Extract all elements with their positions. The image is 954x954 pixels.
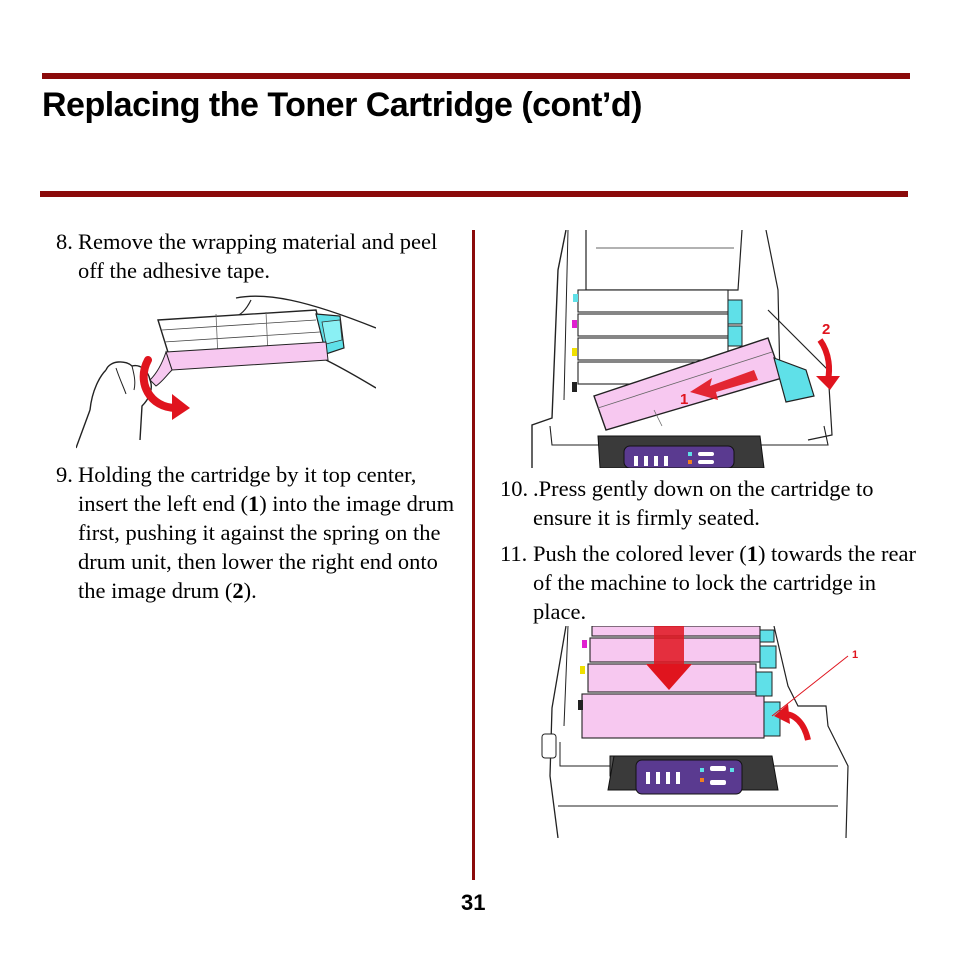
lever-lock-illustration: 1 (541, 626, 858, 838)
step-text: .Press gently down on the cartridge to e… (533, 476, 874, 530)
cartridge-insert-illustration: 1 2 (531, 230, 840, 468)
column-divider (472, 230, 475, 880)
page-number: 31 (461, 890, 486, 915)
step-text: Push the colored lever (1) towards the r… (533, 541, 916, 624)
step-text: Holding the cartridge by it top center, … (78, 462, 455, 603)
wrap-removal-illustration (76, 295, 376, 449)
page-title: Replacing the Toner Cartridge (cont’d) (42, 86, 642, 124)
step-number: 8. (56, 229, 73, 254)
header-rule-top (42, 73, 910, 79)
step-10: 10. .Press gently down on the cartridge … (500, 474, 920, 532)
step-8: 8. Remove the wrapping material and peel… (56, 227, 456, 285)
lever-callout: 1 (852, 649, 858, 661)
callout-1: 1 (680, 391, 688, 408)
header-rule-bottom (40, 191, 908, 197)
callout-2: 2 (822, 321, 830, 338)
step-text: Remove the wrapping material and peel of… (78, 229, 438, 283)
step-number: 11. (500, 541, 528, 566)
step-number: 9. (56, 462, 73, 487)
step-number: 10. (500, 476, 529, 501)
step-9: 9. Holding the cartridge by it top cente… (56, 460, 456, 605)
step-11: 11. Push the colored lever (1) towards t… (500, 539, 920, 626)
